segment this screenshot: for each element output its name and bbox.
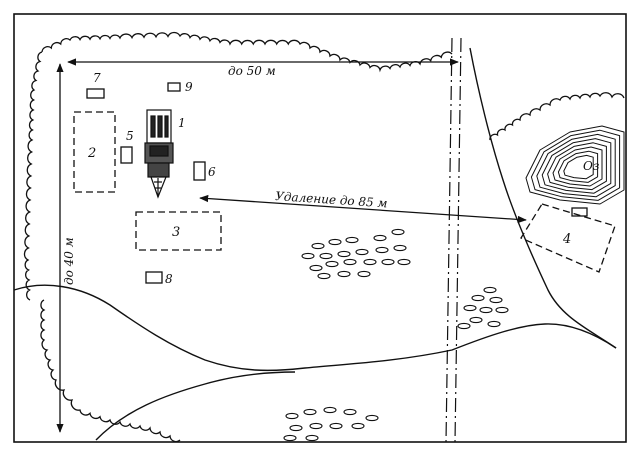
lake-contour (536, 133, 616, 198)
bush-mark (393, 244, 407, 252)
small-objects (86, 82, 588, 284)
area-4 (520, 203, 616, 273)
bush-mark (397, 258, 411, 266)
area-2 (73, 111, 116, 193)
lake-contour (552, 146, 603, 187)
object-label-3: 3 (172, 225, 180, 240)
object-label-7: 7 (93, 71, 101, 85)
object-label-6: 6 (208, 165, 216, 179)
bush-mark (305, 434, 319, 442)
lake-contour (525, 125, 625, 205)
object-8-box (145, 271, 163, 284)
object-label-1: 1 (178, 116, 186, 130)
vehicle-icon (144, 109, 174, 199)
bush-mark (357, 270, 371, 278)
bush-mark (311, 242, 325, 250)
forest-edge-top (41, 31, 453, 73)
object-label-4: 4 (562, 232, 571, 247)
lake-marker-box (571, 207, 588, 217)
bush-mark (317, 272, 331, 280)
bush-mark (479, 306, 493, 314)
forest-edge-bottom-left (40, 299, 181, 443)
bush-mark (303, 408, 317, 416)
object-6-box (193, 161, 206, 181)
forest-edge-left (23, 51, 43, 301)
area-3 (135, 211, 222, 251)
bush-mark (363, 258, 377, 266)
bush-mark (283, 434, 297, 442)
forest-edge-right (489, 92, 625, 141)
bush-mark (325, 260, 339, 268)
road (445, 37, 462, 443)
lake-contour (557, 150, 599, 183)
field-boundaries (13, 47, 617, 441)
bush-mark (343, 408, 357, 416)
bush-mark (343, 258, 357, 266)
bush-mark (337, 250, 351, 258)
bush-mark (391, 228, 405, 236)
bush-mark (471, 294, 485, 302)
bush-mark (375, 246, 389, 254)
object-label-2: 2 (87, 146, 96, 161)
bush-mark (463, 304, 477, 312)
bush-mark (495, 306, 509, 314)
lake-label: Оз (583, 159, 599, 173)
lake-contour (530, 129, 621, 201)
forest-edges (23, 31, 625, 443)
height-dimension-label: до 40 м (62, 237, 76, 285)
bush-mark (337, 270, 351, 278)
lake-contour (563, 154, 594, 180)
bush-mark (373, 234, 387, 242)
bush-mark (487, 320, 501, 328)
bush-mark (355, 248, 369, 256)
object-label-5: 5 (126, 129, 134, 143)
width-dimension-label: до 50 м (228, 64, 276, 78)
map-frame (13, 13, 627, 443)
bush-mark (457, 322, 471, 330)
lake-contour (541, 138, 612, 194)
bush-mark (469, 316, 483, 324)
bush-mark (365, 414, 379, 422)
bush-mark (285, 412, 299, 420)
lake-contour (547, 142, 607, 191)
bush-mark (328, 238, 342, 246)
object-7-box (86, 88, 105, 99)
bush-mark (381, 258, 395, 266)
bush-mark (323, 406, 337, 414)
lake (525, 125, 625, 205)
bush-mark (329, 422, 343, 430)
bush-mark (345, 236, 359, 244)
bush-mark (301, 252, 315, 260)
bush-mark (319, 252, 333, 260)
dashed-areas (73, 111, 616, 273)
bush-mark (309, 264, 323, 272)
bush-mark (351, 422, 365, 430)
object-9-box (167, 82, 181, 92)
bush-mark (483, 286, 497, 294)
bush-mark (309, 422, 323, 430)
bush-mark (289, 424, 303, 432)
distance-line (199, 194, 527, 224)
bush-symbols (283, 228, 509, 442)
object-label-9: 9 (185, 80, 193, 94)
object-label-8: 8 (165, 272, 173, 286)
object-5-box (120, 146, 133, 164)
bush-mark (489, 296, 503, 304)
